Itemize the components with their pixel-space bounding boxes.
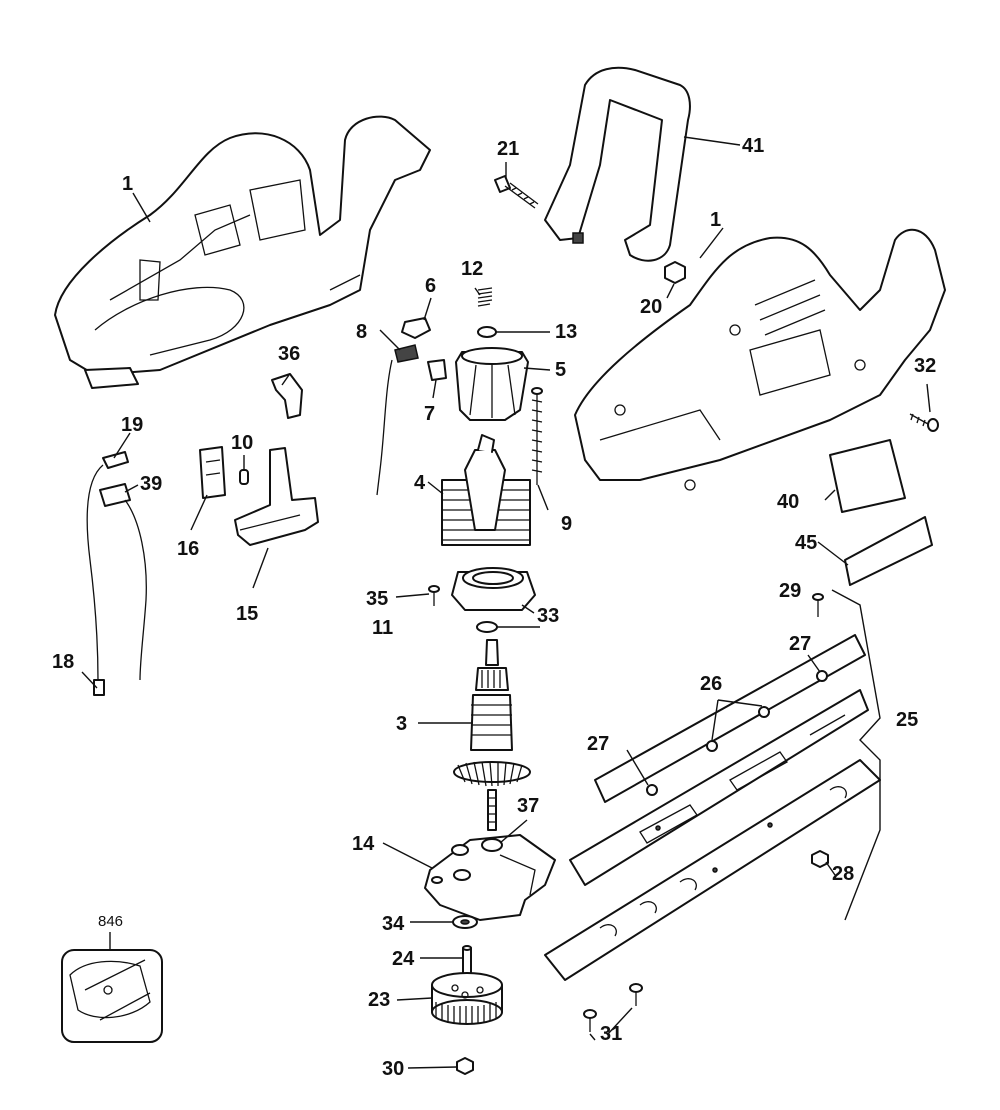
right-housing-half (574, 228, 946, 491)
long-screw-9 (531, 387, 543, 485)
field-4 (441, 434, 531, 546)
armature-3 (453, 639, 531, 831)
callout-32: 32 (914, 355, 936, 377)
nut-27-lower (646, 784, 658, 796)
trigger-15 (234, 447, 319, 546)
washer-11 (476, 621, 498, 633)
callout-35: 35 (366, 588, 388, 610)
callout-36: 36 (278, 343, 300, 365)
left-housing-half (54, 115, 431, 389)
callout-11: 11 (372, 617, 393, 639)
nut-27-upper (816, 670, 828, 682)
callout-1-right: 1 (710, 209, 721, 231)
gear-23 (431, 945, 503, 1025)
callout-7: 7 (424, 403, 435, 425)
callout-24: 24 (392, 948, 415, 970)
blade-assembly-25 (544, 589, 881, 981)
callout-20: 20 (640, 296, 662, 318)
callout-18: 18 (52, 651, 74, 673)
callout-31: 31 (600, 1023, 622, 1045)
bearing-holder-5 (455, 347, 529, 421)
label-45 (844, 516, 933, 586)
callout-21: 21 (497, 138, 519, 160)
nut-26-a (758, 706, 770, 718)
brush-8 (394, 344, 419, 363)
callout-33: 33 (537, 605, 559, 627)
screw-29 (812, 593, 824, 617)
cap-10 (239, 469, 249, 485)
switch-16 (199, 446, 226, 499)
callout-27-lower: 27 (587, 733, 609, 755)
callout-23: 23 (368, 989, 390, 1011)
nut-28 (811, 850, 829, 868)
callout-10: 10 (231, 432, 253, 454)
callout-6: 6 (425, 275, 436, 297)
inset-label: 846 (98, 913, 123, 930)
brush-spring-7 (427, 359, 447, 381)
callout-28: 28 (832, 863, 854, 885)
callout-25: 25 (896, 709, 918, 731)
callout-1-left: 1 (122, 173, 133, 195)
callout-26: 26 (700, 673, 722, 695)
leader-lines (81, 136, 931, 1069)
screw-35 (428, 585, 440, 606)
callout-34: 34 (382, 913, 405, 935)
callout-19: 19 (121, 414, 143, 436)
callout-15: 15 (236, 603, 258, 625)
callout-29: 29 (779, 580, 801, 602)
callout-9: 9 (561, 513, 572, 535)
callout-13: 13 (555, 321, 577, 343)
baffle-33 (451, 567, 536, 611)
brush-holder-6 (401, 317, 431, 339)
screws-31 (583, 983, 643, 1032)
washer-34-hole (460, 919, 470, 925)
callout-30: 30 (382, 1058, 404, 1080)
washer-13 (477, 326, 497, 338)
switch-16-detail (205, 459, 221, 476)
callout-12: 12 (461, 258, 483, 280)
callout-41: 41 (742, 135, 764, 157)
brush-lead-8 (376, 359, 393, 496)
callout-16: 16 (177, 538, 199, 560)
gear-case-14 (424, 834, 556, 921)
inset-846: 846 (61, 913, 163, 1043)
screw-21 (494, 175, 539, 209)
callout-14: 14 (352, 833, 375, 855)
nut-20 (664, 261, 686, 284)
callout-39: 39 (140, 473, 162, 495)
callout-4: 4 (414, 472, 426, 494)
spring-12 (477, 287, 493, 307)
label-40 (829, 439, 906, 513)
callout-27-upper: 27 (789, 633, 811, 655)
callout-45: 45 (795, 532, 817, 554)
callout-3: 3 (396, 713, 407, 735)
front-handle (544, 66, 691, 262)
trigger-15-detail (239, 514, 301, 531)
screw-32 (909, 413, 939, 432)
nut-26-b (706, 740, 718, 752)
callout-5: 5 (555, 359, 566, 381)
cord-set-18 (86, 451, 147, 696)
nut-30 (456, 1057, 474, 1075)
lock-off-36 (271, 373, 303, 419)
callout-8: 8 (356, 321, 367, 343)
callout-40: 40 (777, 491, 799, 513)
callout-37: 37 (517, 795, 539, 817)
callout-labels: 1 1 3 4 5 6 7 8 9 10 11 12 13 14 15 16 1… (52, 135, 936, 1080)
